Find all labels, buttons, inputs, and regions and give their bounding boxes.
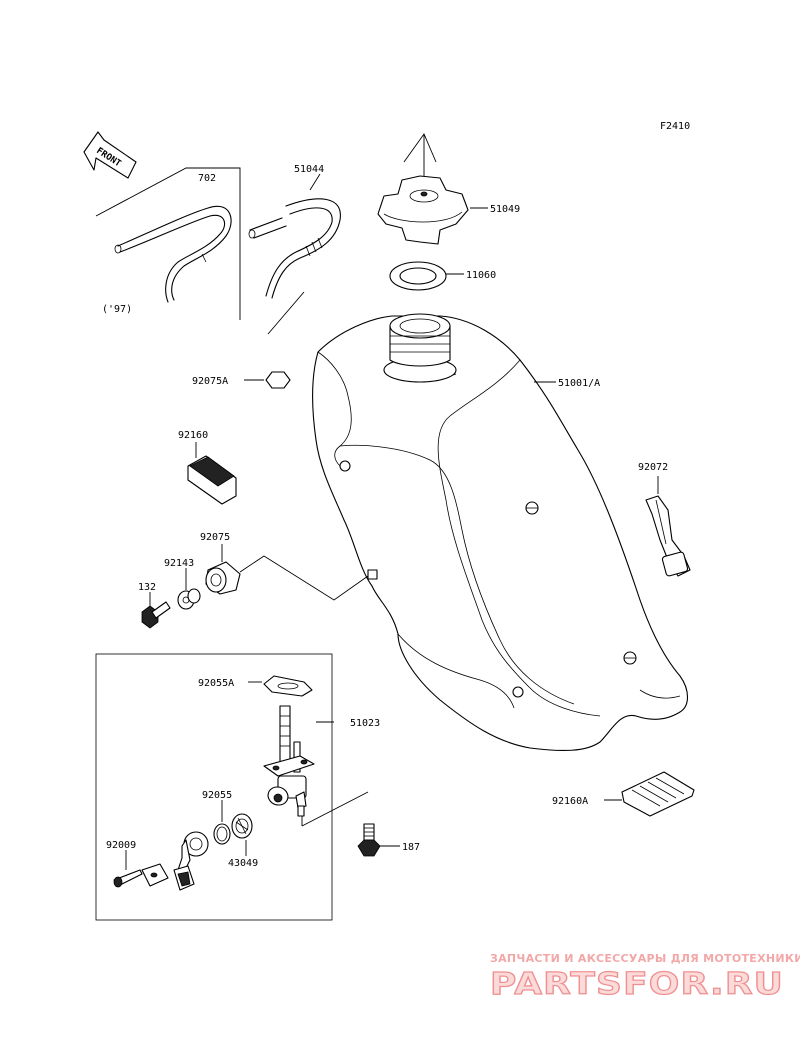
label-92009: 92009	[106, 840, 136, 851]
fuel-cock-51023	[263, 705, 369, 827]
label-11060: 11060	[466, 270, 496, 281]
screw-92009	[113, 850, 143, 888]
tank-pad-92160A	[604, 771, 695, 817]
collar-92143	[177, 568, 201, 610]
label-92055A: 92055A	[198, 678, 234, 689]
breather-hose-702	[95, 167, 241, 320]
gasket-92055A	[248, 675, 313, 697]
tank-strap-92072	[645, 476, 691, 577]
front-arrow-icon: FRONT	[83, 131, 137, 179]
label-92055: 92055	[202, 790, 232, 801]
figure-code: F2410	[660, 121, 690, 132]
bolt-187	[357, 823, 400, 857]
year-note: ('97)	[102, 304, 132, 315]
watermark-logo: PARTSFOR.RU	[490, 967, 784, 1002]
fuel-cap-51049	[377, 133, 488, 245]
fuel-tank-51001A	[311, 313, 689, 751]
label-92075: 92075	[200, 532, 230, 543]
label-187: 187	[402, 842, 420, 853]
label-92072: 92072	[638, 462, 668, 473]
mounting-plate	[141, 863, 169, 887]
label-92075A: 92075A	[192, 376, 228, 387]
o-ring-92055	[213, 800, 231, 845]
label-51044: 51044	[294, 164, 324, 175]
fuel-hose-51044	[248, 173, 341, 335]
label-702: 702	[198, 173, 216, 184]
label-92160A: 92160A	[552, 796, 588, 807]
label-51001A: 51001/A	[558, 378, 600, 389]
fuel-cock-group-box	[95, 653, 333, 921]
label-92160: 92160	[178, 430, 208, 441]
rubber-mount-92075	[205, 544, 369, 601]
label-51049: 51049	[490, 204, 520, 215]
label-132: 132	[138, 582, 156, 593]
fuel-cock-lever	[173, 831, 209, 891]
bolt-132	[141, 592, 171, 629]
filter-43049	[231, 813, 253, 856]
grommet-92075A	[244, 371, 291, 389]
tank-pad-92160	[187, 442, 237, 505]
cap-gasket-11060	[389, 261, 464, 291]
label-51023: 51023	[350, 718, 380, 729]
label-43049: 43049	[228, 858, 258, 869]
label-92143: 92143	[164, 558, 194, 569]
watermark-tagline: ЗАПЧАСТИ И АКСЕССУАРЫ ДЛЯ МОТОТЕХНИКИ	[490, 952, 800, 965]
